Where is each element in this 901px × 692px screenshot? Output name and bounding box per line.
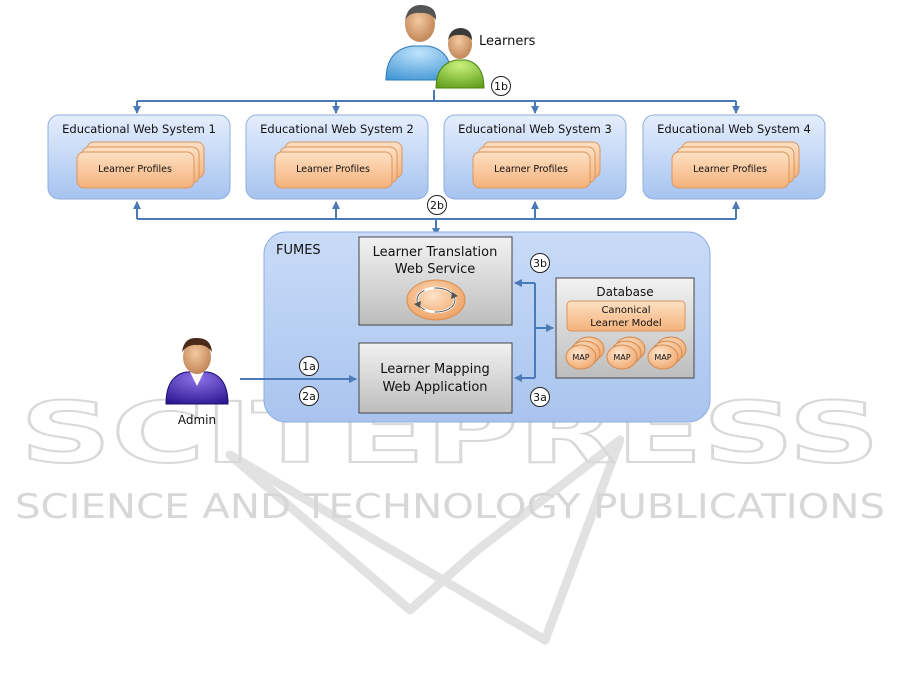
system-1: Educational Web System 1 Learner Profile…	[47, 114, 231, 200]
system-4-profiles-label: Learner Profiles	[693, 164, 767, 175]
step-2b-badge: 2b	[427, 195, 447, 215]
svg-text:3b: 3b	[533, 257, 547, 270]
translation-service-line1: Learner Translation	[373, 245, 498, 260]
refresh-cycle-icon	[406, 279, 466, 321]
system-3-profiles-label: Learner Profiles	[494, 164, 568, 175]
translation-service-line2: Web Service	[395, 262, 476, 277]
map-stack-1: MAP	[565, 336, 605, 370]
svg-text:2b: 2b	[430, 199, 444, 212]
step-1a-badge: 1a	[299, 356, 319, 376]
system-2: Educational Web System 2 Learner Profile…	[245, 114, 429, 200]
learners-icon	[385, 4, 485, 89]
database-box: Database Canonical Learner Model MAP MAP…	[555, 277, 695, 379]
map-label-1: MAP	[572, 353, 589, 362]
translation-service-box: Learner Translation Web Service	[358, 236, 513, 326]
map-label-3: MAP	[654, 353, 671, 362]
system-4-title: Educational Web System 4	[657, 122, 811, 136]
step-2a-badge: 2a	[299, 386, 319, 406]
mapping-app-box: Learner Mapping Web Application	[358, 342, 513, 414]
system-1-title: Educational Web System 1	[62, 122, 216, 136]
mapping-app-line1: Learner Mapping	[380, 362, 490, 377]
system-3-title: Educational Web System 3	[458, 122, 612, 136]
admin-icon	[165, 337, 229, 405]
svg-text:1a: 1a	[302, 360, 316, 373]
mapping-app-line2: Web Application	[382, 380, 487, 395]
svg-text:3a: 3a	[533, 391, 547, 404]
system-1-profiles-label: Learner Profiles	[98, 164, 172, 175]
canonical-model-line2: Learner Model	[590, 318, 661, 329]
canonical-model-line1: Canonical	[601, 305, 650, 316]
system-2-profiles-label: Learner Profiles	[296, 164, 370, 175]
fumes-internal-connectors	[240, 279, 554, 383]
step-3b-badge: 3b	[530, 253, 550, 273]
learners-connector	[133, 90, 740, 114]
database-title: Database	[596, 285, 653, 299]
svg-text:2a: 2a	[302, 390, 316, 403]
system-3: Educational Web System 3 Learner Profile…	[443, 114, 627, 200]
watermark-sub-text: SCIENCE AND TECHNOLOGY PUBLICATIONS	[15, 487, 885, 527]
map-stack-2: MAP	[606, 336, 646, 370]
admin-label: Admin	[178, 413, 216, 427]
system-4: Educational Web System 4 Learner Profile…	[642, 114, 826, 200]
fumes-title: FUMES	[276, 243, 321, 258]
step-3a-badge: 3a	[530, 387, 550, 407]
system-2-title: Educational Web System 2	[260, 122, 414, 136]
step-1b-badge: 1b	[491, 76, 511, 96]
learners-label: Learners	[479, 34, 536, 49]
map-stack-3: MAP	[647, 336, 687, 370]
watermark-swoosh	[225, 435, 625, 645]
map-label-2: MAP	[613, 353, 630, 362]
svg-text:1b: 1b	[494, 80, 508, 93]
